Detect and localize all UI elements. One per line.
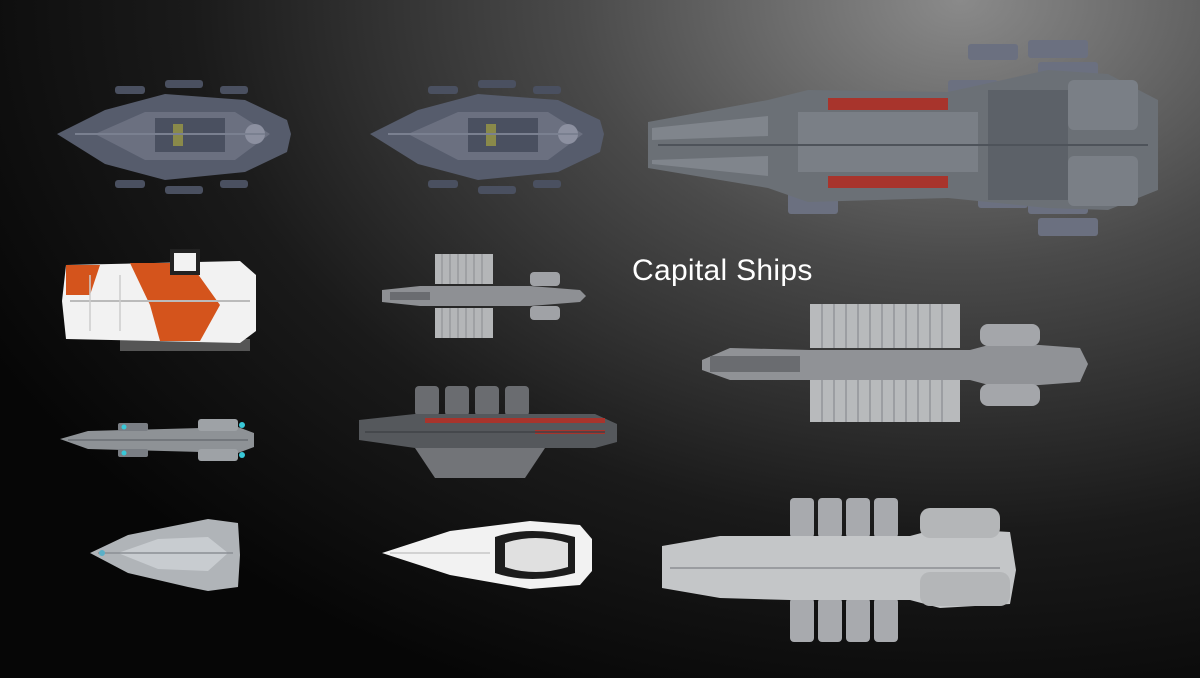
- red-striped-carrier: [359, 386, 617, 478]
- large-container-freighter: [702, 304, 1088, 422]
- dark-grey-frigate-twin: [370, 80, 604, 194]
- white-sleek-ship: [382, 521, 592, 589]
- large-grey-battlecruiser: [648, 40, 1158, 236]
- grey-cargo-dreadnought: [662, 498, 1016, 642]
- cyan-lit-corvette: [60, 419, 254, 461]
- white-arrowhead-ship: [90, 519, 240, 591]
- small-container-freighter: [382, 254, 586, 338]
- dark-grey-frigate: [57, 80, 291, 194]
- orange-white-hauler: [62, 249, 256, 351]
- capital-ships-title: Capital Ships: [632, 254, 813, 287]
